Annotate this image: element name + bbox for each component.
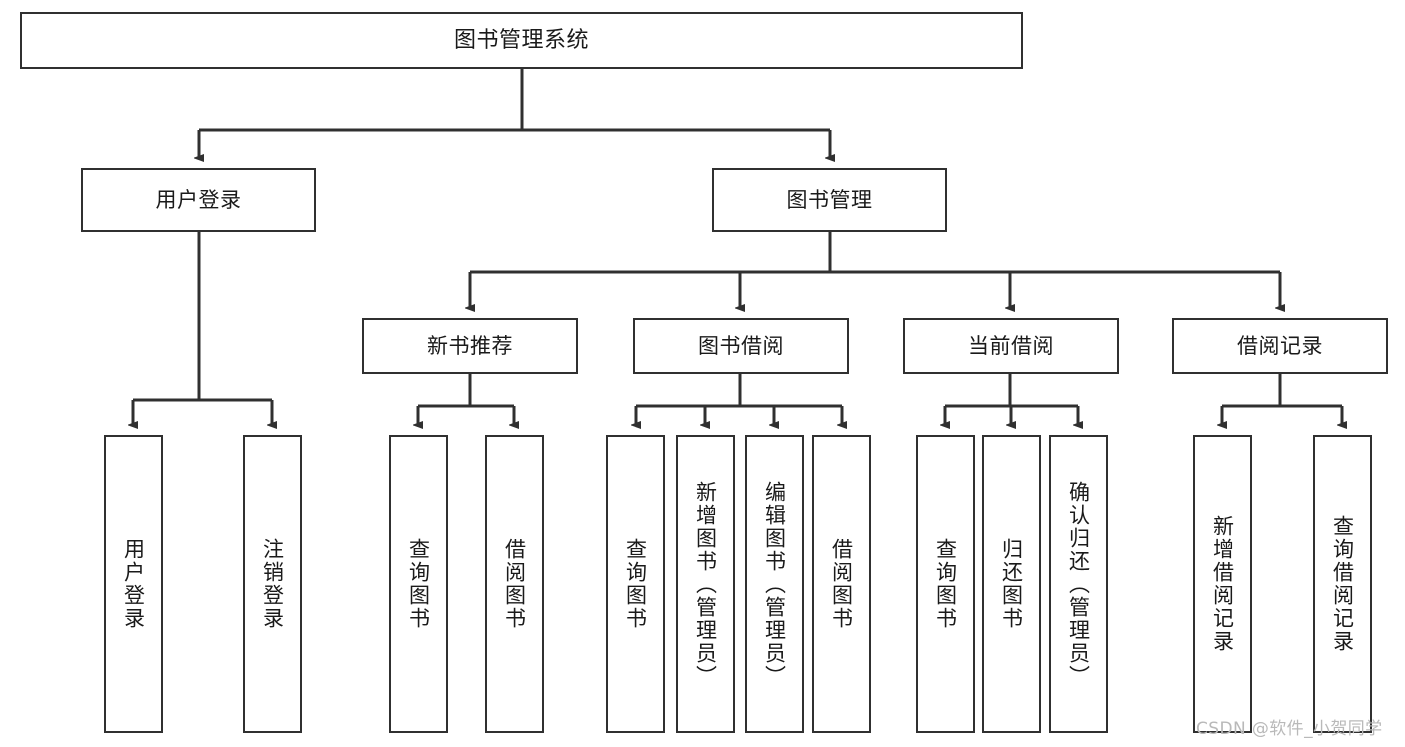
node-root-book-management-system[interactable]: 图书管理系统 (20, 12, 1023, 69)
node-label: 借阅图书 (502, 538, 527, 630)
node-label: 查询图书 (406, 538, 431, 630)
node-label: 当前借阅 (968, 333, 1054, 358)
node-label: 借阅记录 (1237, 333, 1323, 358)
node-label: 确认归还（管理员） (1066, 480, 1091, 688)
node-label: 借阅图书 (829, 538, 854, 630)
node-leaf-borrow-edit-book-admin[interactable]: 编辑图书（管理员） (745, 435, 804, 733)
node-leaf-borrow-query-book[interactable]: 查询图书 (606, 435, 665, 733)
node-label: 查询图书 (933, 538, 958, 630)
node-label: 注销登录 (260, 538, 285, 630)
node-book-borrow[interactable]: 图书借阅 (633, 318, 849, 374)
node-user-login[interactable]: 用户登录 (81, 168, 316, 232)
node-label: 查询图书 (623, 538, 648, 630)
node-new-book-recommend[interactable]: 新书推荐 (362, 318, 578, 374)
node-leaf-user-login[interactable]: 用户登录 (104, 435, 163, 733)
node-label: 查询借阅记录 (1330, 515, 1355, 653)
node-leaf-newbook-query-book[interactable]: 查询图书 (389, 435, 448, 733)
node-leaf-current-return-book[interactable]: 归还图书 (982, 435, 1041, 733)
node-label: 用户登录 (155, 187, 242, 212)
node-label: 图书管理系统 (453, 27, 589, 53)
node-label: 用户登录 (121, 538, 146, 630)
node-label: 图书管理 (786, 187, 873, 212)
node-leaf-record-query-record[interactable]: 查询借阅记录 (1313, 435, 1372, 733)
node-leaf-borrow-borrow-book[interactable]: 借阅图书 (812, 435, 871, 733)
node-current-borrow[interactable]: 当前借阅 (903, 318, 1119, 374)
node-leaf-current-query-book[interactable]: 查询图书 (916, 435, 975, 733)
node-leaf-newbook-borrow-book[interactable]: 借阅图书 (485, 435, 544, 733)
node-leaf-logout[interactable]: 注销登录 (243, 435, 302, 733)
node-label: 编辑图书（管理员） (762, 480, 787, 688)
node-label: 归还图书 (999, 538, 1024, 630)
node-leaf-current-confirm-return-admin[interactable]: 确认归还（管理员） (1049, 435, 1108, 733)
node-leaf-borrow-add-book-admin[interactable]: 新增图书（管理员） (676, 435, 735, 733)
node-label: 新增图书（管理员） (693, 480, 718, 688)
node-leaf-record-add-record[interactable]: 新增借阅记录 (1193, 435, 1252, 733)
node-label: 新增借阅记录 (1210, 515, 1235, 653)
node-label: 图书借阅 (698, 333, 784, 358)
node-book-management[interactable]: 图书管理 (712, 168, 947, 232)
node-borrow-record[interactable]: 借阅记录 (1172, 318, 1388, 374)
node-label: 新书推荐 (427, 333, 513, 358)
